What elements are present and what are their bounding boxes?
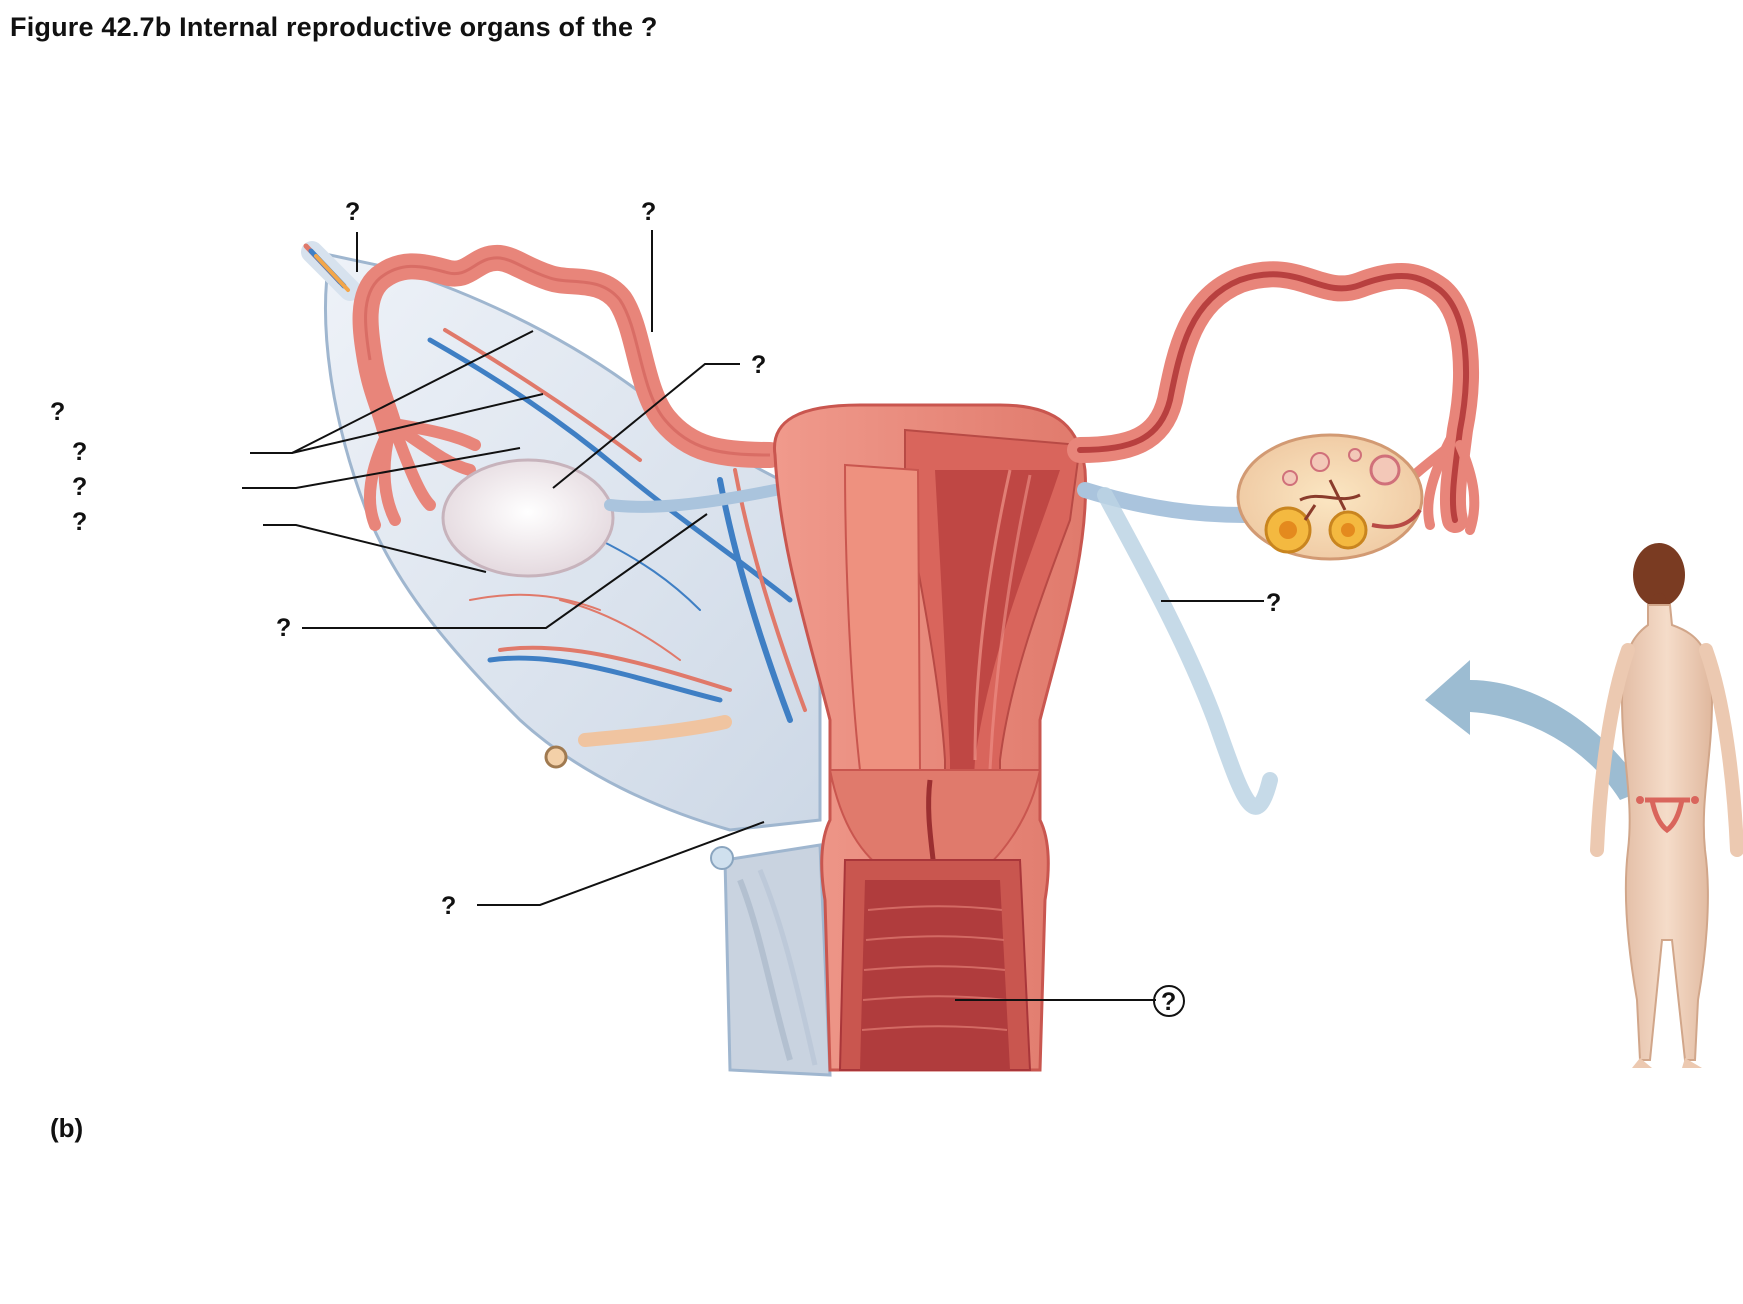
label-group-item-1: ?	[72, 438, 87, 466]
label-top-middle: ?	[641, 198, 656, 226]
leader-lines	[242, 230, 1264, 1017]
label-group-heading: ?	[50, 398, 65, 426]
right-round-ligament	[1097, 487, 1278, 815]
label-mid-left: ?	[276, 614, 291, 642]
uterus	[772, 403, 1088, 1072]
label-bottom-right-circled: ?	[1161, 988, 1176, 1016]
ovarian-vessels	[301, 241, 361, 301]
panel-label: (b)	[50, 1113, 83, 1143]
label-group-item-3: ?	[72, 508, 87, 536]
location-arrow	[1425, 660, 1645, 800]
figure-title: Figure 42.7b Internal reproductive organ…	[10, 12, 658, 42]
left-uterine-tube	[352, 244, 783, 531]
right-ovary-section	[1236, 433, 1424, 561]
vaginal-rugae	[861, 905, 1008, 1031]
label-lower-left: ?	[441, 892, 456, 920]
human-figure-back-view	[1590, 543, 1743, 1068]
label-right-ligament: ?	[1266, 589, 1281, 617]
left-ovary	[441, 458, 615, 578]
label-top-left: ?	[345, 198, 360, 226]
label-group-item-2: ?	[72, 473, 87, 501]
label-upper-middle: ?	[751, 351, 766, 379]
